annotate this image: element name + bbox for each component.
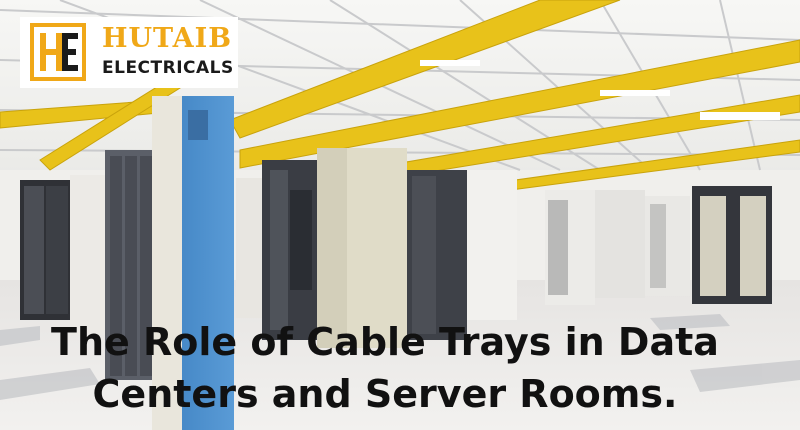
logo-mark-icon: [30, 23, 86, 81]
brand-logo: HUTAIB ELECTRICALS: [20, 17, 238, 88]
server-rack-row-right: [545, 186, 772, 305]
headline-line-2: Centers and Server Rooms.: [92, 372, 678, 416]
floor-vent-tiles: [0, 314, 800, 400]
page-headline: The Role of Cable Trays in Data Centers …: [0, 316, 770, 420]
headline-line-1: The Role of Cable Trays in Data: [51, 320, 719, 364]
server-rack-icon: [20, 180, 72, 320]
blue-server-rack: [152, 96, 234, 430]
logo-brand-subtitle: ELECTRICALS: [102, 58, 234, 78]
logo-brand-name: HUTAIB: [102, 23, 233, 54]
server-rack-row-center: [236, 148, 517, 348]
server-rack-row-left: [70, 150, 155, 380]
ceiling-lights: [420, 60, 780, 120]
cable-tray-icon: [0, 0, 800, 195]
